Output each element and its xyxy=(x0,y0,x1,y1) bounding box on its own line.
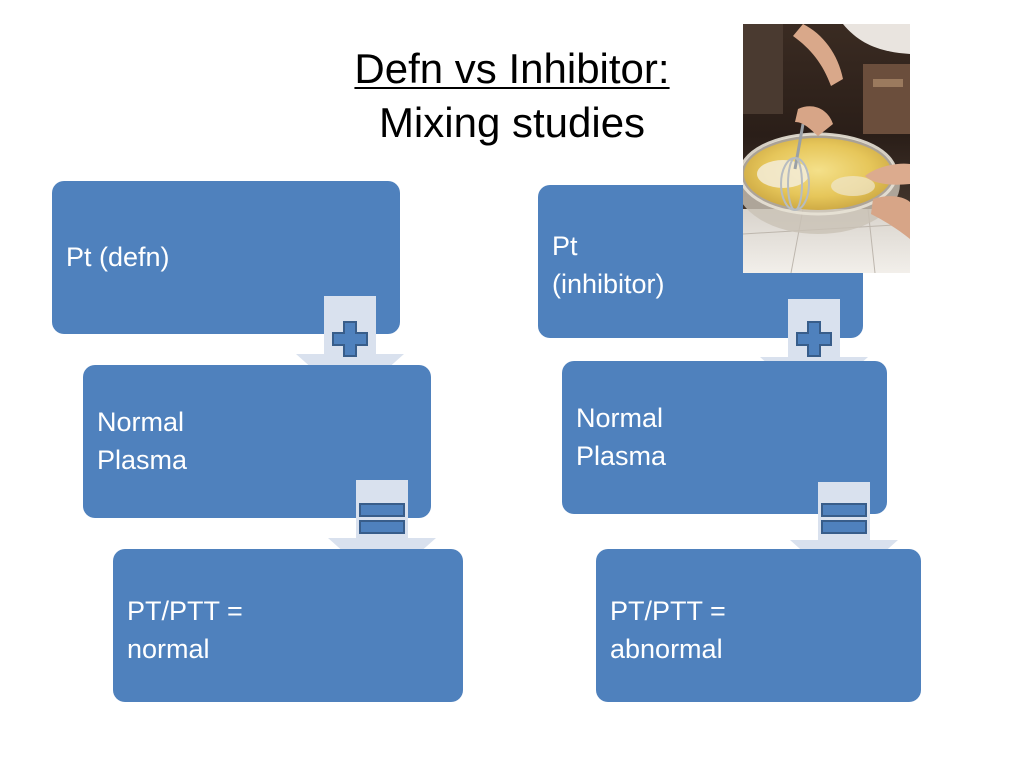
left-box-result-line2: normal xyxy=(127,634,210,664)
left-box-normal-plasma-line2: Plasma xyxy=(97,445,188,475)
equals-icon-bottom xyxy=(821,520,867,534)
right-box-patient-line2: (inhibitor) xyxy=(552,269,665,299)
plus-icon xyxy=(332,321,368,357)
left-box-result: PT/PTT = normal xyxy=(113,549,463,702)
right-box-result-line1: PT/PTT = xyxy=(610,596,726,626)
right-box-result: PT/PTT = abnormal xyxy=(596,549,921,702)
left-box-result-line1: PT/PTT = xyxy=(127,596,243,626)
left-box-normal-plasma-line1: Normal xyxy=(97,407,185,437)
title-line-2: Mixing studies xyxy=(378,99,646,146)
slide-title: Defn vs Inhibitor: Mixing studies xyxy=(262,42,762,150)
equals-icon-top xyxy=(821,503,867,517)
equals-icon-top xyxy=(359,503,405,517)
left-box-patient-text: Pt (defn) xyxy=(66,242,170,272)
title-line-1: Defn vs Inhibitor: xyxy=(354,45,670,92)
right-box-patient-line1: Pt xyxy=(552,231,578,261)
whisking-bowl-photo xyxy=(743,24,910,273)
right-box-normal-plasma-line1: Normal xyxy=(576,403,664,433)
left-box-patient: Pt (defn) xyxy=(52,181,400,334)
plus-icon xyxy=(796,321,832,357)
equals-icon-bottom xyxy=(359,520,405,534)
right-box-result-line2: abnormal xyxy=(610,634,723,664)
right-box-normal-plasma-line2: Plasma xyxy=(576,441,667,471)
photo-illustration xyxy=(743,24,910,273)
